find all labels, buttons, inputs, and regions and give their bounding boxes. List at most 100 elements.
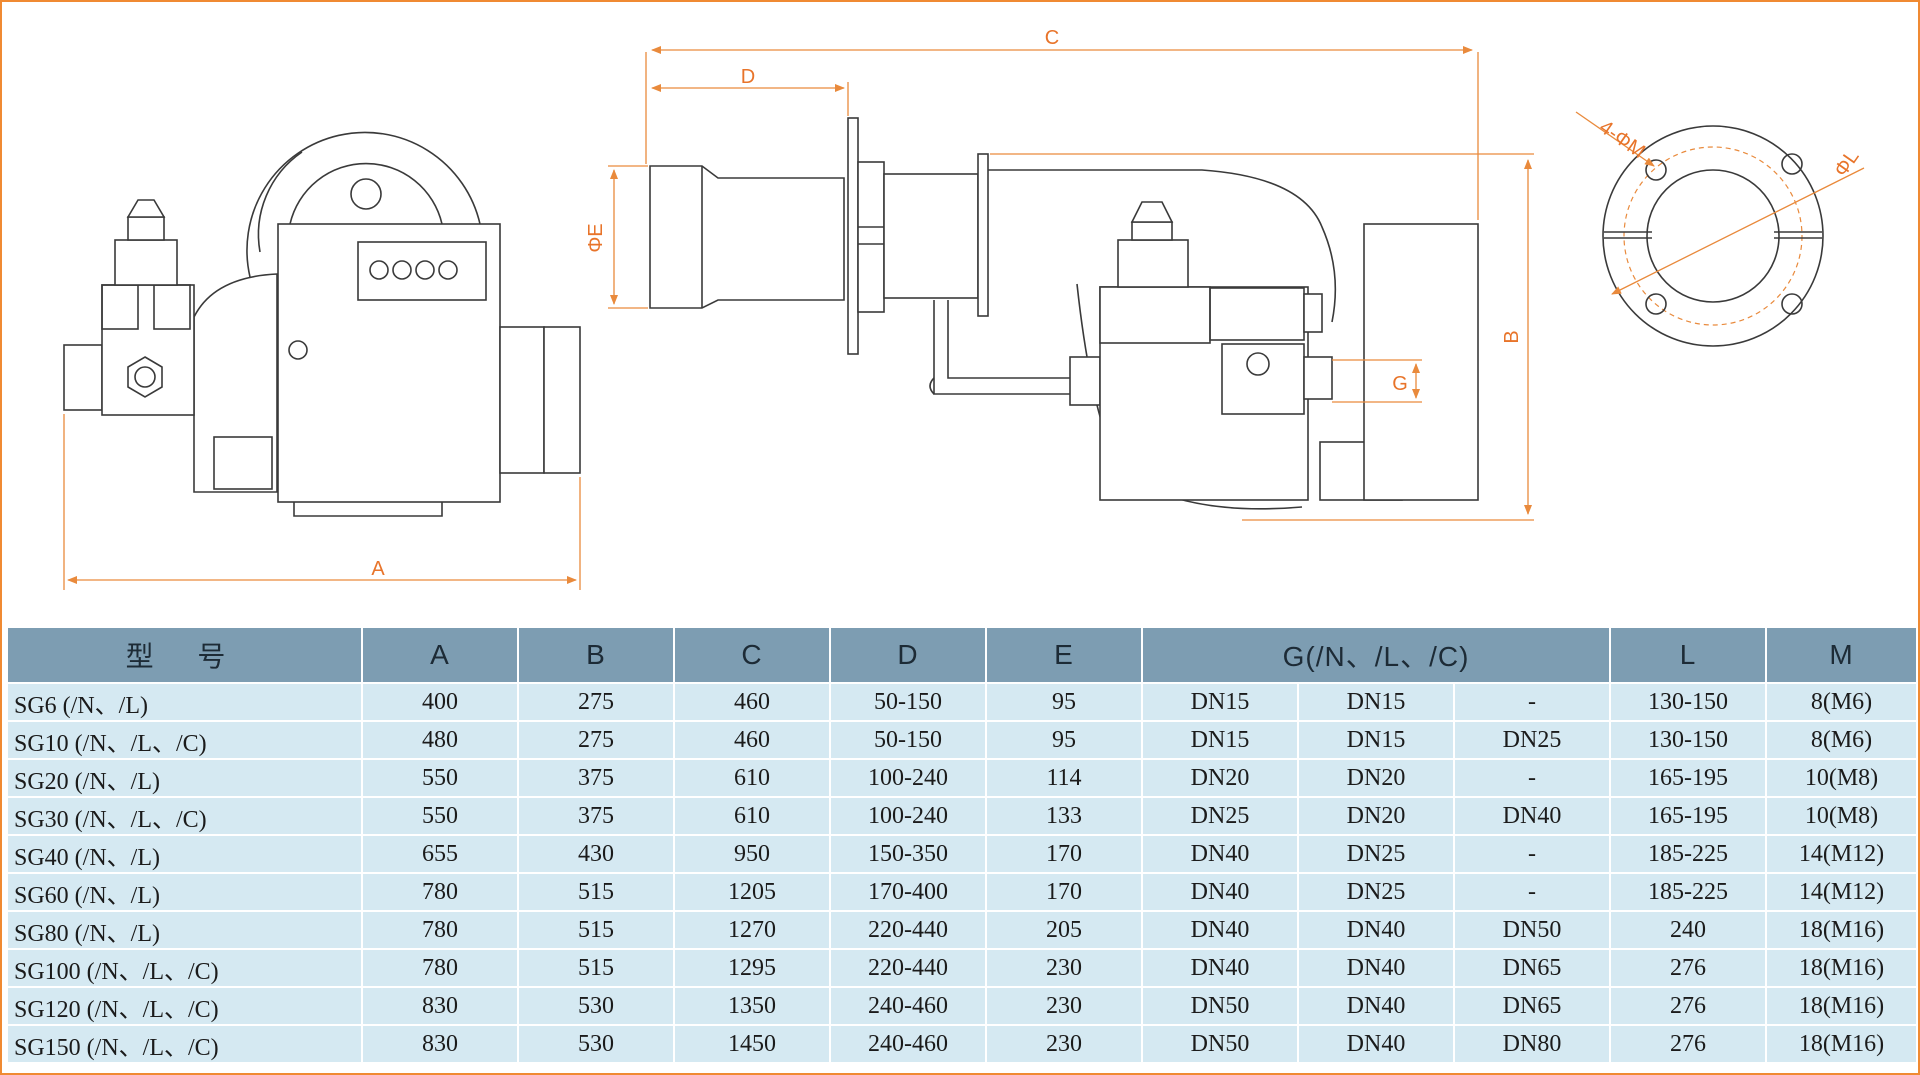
cell-l: 130-150: [1609, 720, 1767, 760]
cell-m: 18(M16): [1765, 1024, 1918, 1064]
cell-g2: DN20: [1297, 758, 1455, 798]
cell-g3: DN50: [1453, 910, 1611, 950]
dimension-label-c: C: [1045, 27, 1059, 49]
cell-m: 8(M6): [1765, 682, 1918, 722]
cell-g2: DN40: [1297, 948, 1455, 988]
cell-g3: -: [1453, 872, 1611, 912]
flange-front-view: 4-ΦM ΦL: [1575, 111, 1865, 347]
cell-b: 430: [517, 834, 675, 874]
cell-d: 170-400: [829, 872, 987, 912]
cell-d: 240-460: [829, 986, 987, 1026]
dimension-label-m: 4-ΦM: [1595, 116, 1649, 163]
cell-g3: -: [1453, 758, 1611, 798]
cell-b: 515: [517, 948, 675, 988]
cell-m: 8(M6): [1765, 720, 1918, 760]
cell-m: 10(M8): [1765, 796, 1918, 836]
cell-l: 276: [1609, 948, 1767, 988]
cell-l: 130-150: [1609, 682, 1767, 722]
cell-g1: DN40: [1141, 948, 1299, 988]
cell-m: 18(M16): [1765, 986, 1918, 1026]
cell-a: 780: [361, 948, 519, 988]
cell-model: SG100 (/N、/L、/C): [6, 948, 363, 988]
cell-c: 460: [673, 682, 831, 722]
header-e: E: [985, 626, 1143, 684]
header-model: 型 号: [6, 626, 363, 684]
header-c: C: [673, 626, 831, 684]
dimension-label-a: A: [371, 558, 385, 580]
cell-g2: DN15: [1297, 720, 1455, 760]
cell-b: 375: [517, 758, 675, 798]
cell-e: 170: [985, 872, 1143, 912]
cell-m: 18(M16): [1765, 948, 1918, 988]
cell-a: 655: [361, 834, 519, 874]
table-header-row: 型 号 A B C D E G(/N、/L、/C) L M: [6, 626, 1918, 684]
cell-model: SG10 (/N、/L、/C): [6, 720, 363, 760]
cell-b: 515: [517, 872, 675, 912]
cell-model: SG40 (/N、/L): [6, 834, 363, 874]
cell-g2: DN25: [1297, 834, 1455, 874]
cell-e: 230: [985, 1024, 1143, 1064]
cell-g1: DN40: [1141, 834, 1299, 874]
cell-e: 95: [985, 682, 1143, 722]
cell-g2: DN25: [1297, 872, 1455, 912]
cell-g3: DN65: [1453, 986, 1611, 1026]
cell-a: 480: [361, 720, 519, 760]
cell-g3: -: [1453, 682, 1611, 722]
cell-g1: DN40: [1141, 910, 1299, 950]
header-d: D: [829, 626, 987, 684]
cell-c: 950: [673, 834, 831, 874]
cell-d: 50-150: [829, 682, 987, 722]
dimension-label-b: B: [1501, 330, 1523, 343]
dimension-label-d: D: [741, 66, 755, 88]
dimension-label-g: G: [1392, 373, 1408, 395]
burner-side-view: A: [63, 131, 581, 590]
cell-model: SG80 (/N、/L): [6, 910, 363, 950]
cell-l: 185-225: [1609, 872, 1767, 912]
cell-g1: DN15: [1141, 720, 1299, 760]
cell-e: 230: [985, 948, 1143, 988]
cell-b: 375: [517, 796, 675, 836]
cell-b: 275: [517, 720, 675, 760]
cell-b: 530: [517, 986, 675, 1026]
header-b: B: [517, 626, 675, 684]
cell-g2: DN40: [1297, 910, 1455, 950]
cell-c: 1295: [673, 948, 831, 988]
cell-c: 460: [673, 720, 831, 760]
cell-b: 515: [517, 910, 675, 950]
cell-l: 165-195: [1609, 758, 1767, 798]
cell-d: 100-240: [829, 796, 987, 836]
cell-c: 1205: [673, 872, 831, 912]
cell-g1: DN40: [1141, 872, 1299, 912]
cell-l: 276: [1609, 986, 1767, 1026]
cell-a: 830: [361, 986, 519, 1026]
cell-d: 50-150: [829, 720, 987, 760]
cell-l: 165-195: [1609, 796, 1767, 836]
cell-model: SG150 (/N、/L、/C): [6, 1024, 363, 1064]
cell-e: 95: [985, 720, 1143, 760]
cell-c: 1450: [673, 1024, 831, 1064]
cell-l: 276: [1609, 1024, 1767, 1064]
cell-m: 14(M12): [1765, 834, 1918, 874]
cell-l: 240: [1609, 910, 1767, 950]
cell-g2: DN20: [1297, 796, 1455, 836]
cell-model: SG6 (/N、/L): [6, 682, 363, 722]
cell-a: 830: [361, 1024, 519, 1064]
cell-e: 230: [985, 986, 1143, 1026]
cell-a: 550: [361, 758, 519, 798]
cell-g3: DN65: [1453, 948, 1611, 988]
header-m: M: [1765, 626, 1918, 684]
cell-model: SG30 (/N、/L、/C): [6, 796, 363, 836]
cell-a: 780: [361, 910, 519, 950]
cell-model: SG20 (/N、/L): [6, 758, 363, 798]
cell-d: 220-440: [829, 948, 987, 988]
cell-b: 275: [517, 682, 675, 722]
cell-g1: DN15: [1141, 682, 1299, 722]
cell-e: 114: [985, 758, 1143, 798]
cell-e: 205: [985, 910, 1143, 950]
